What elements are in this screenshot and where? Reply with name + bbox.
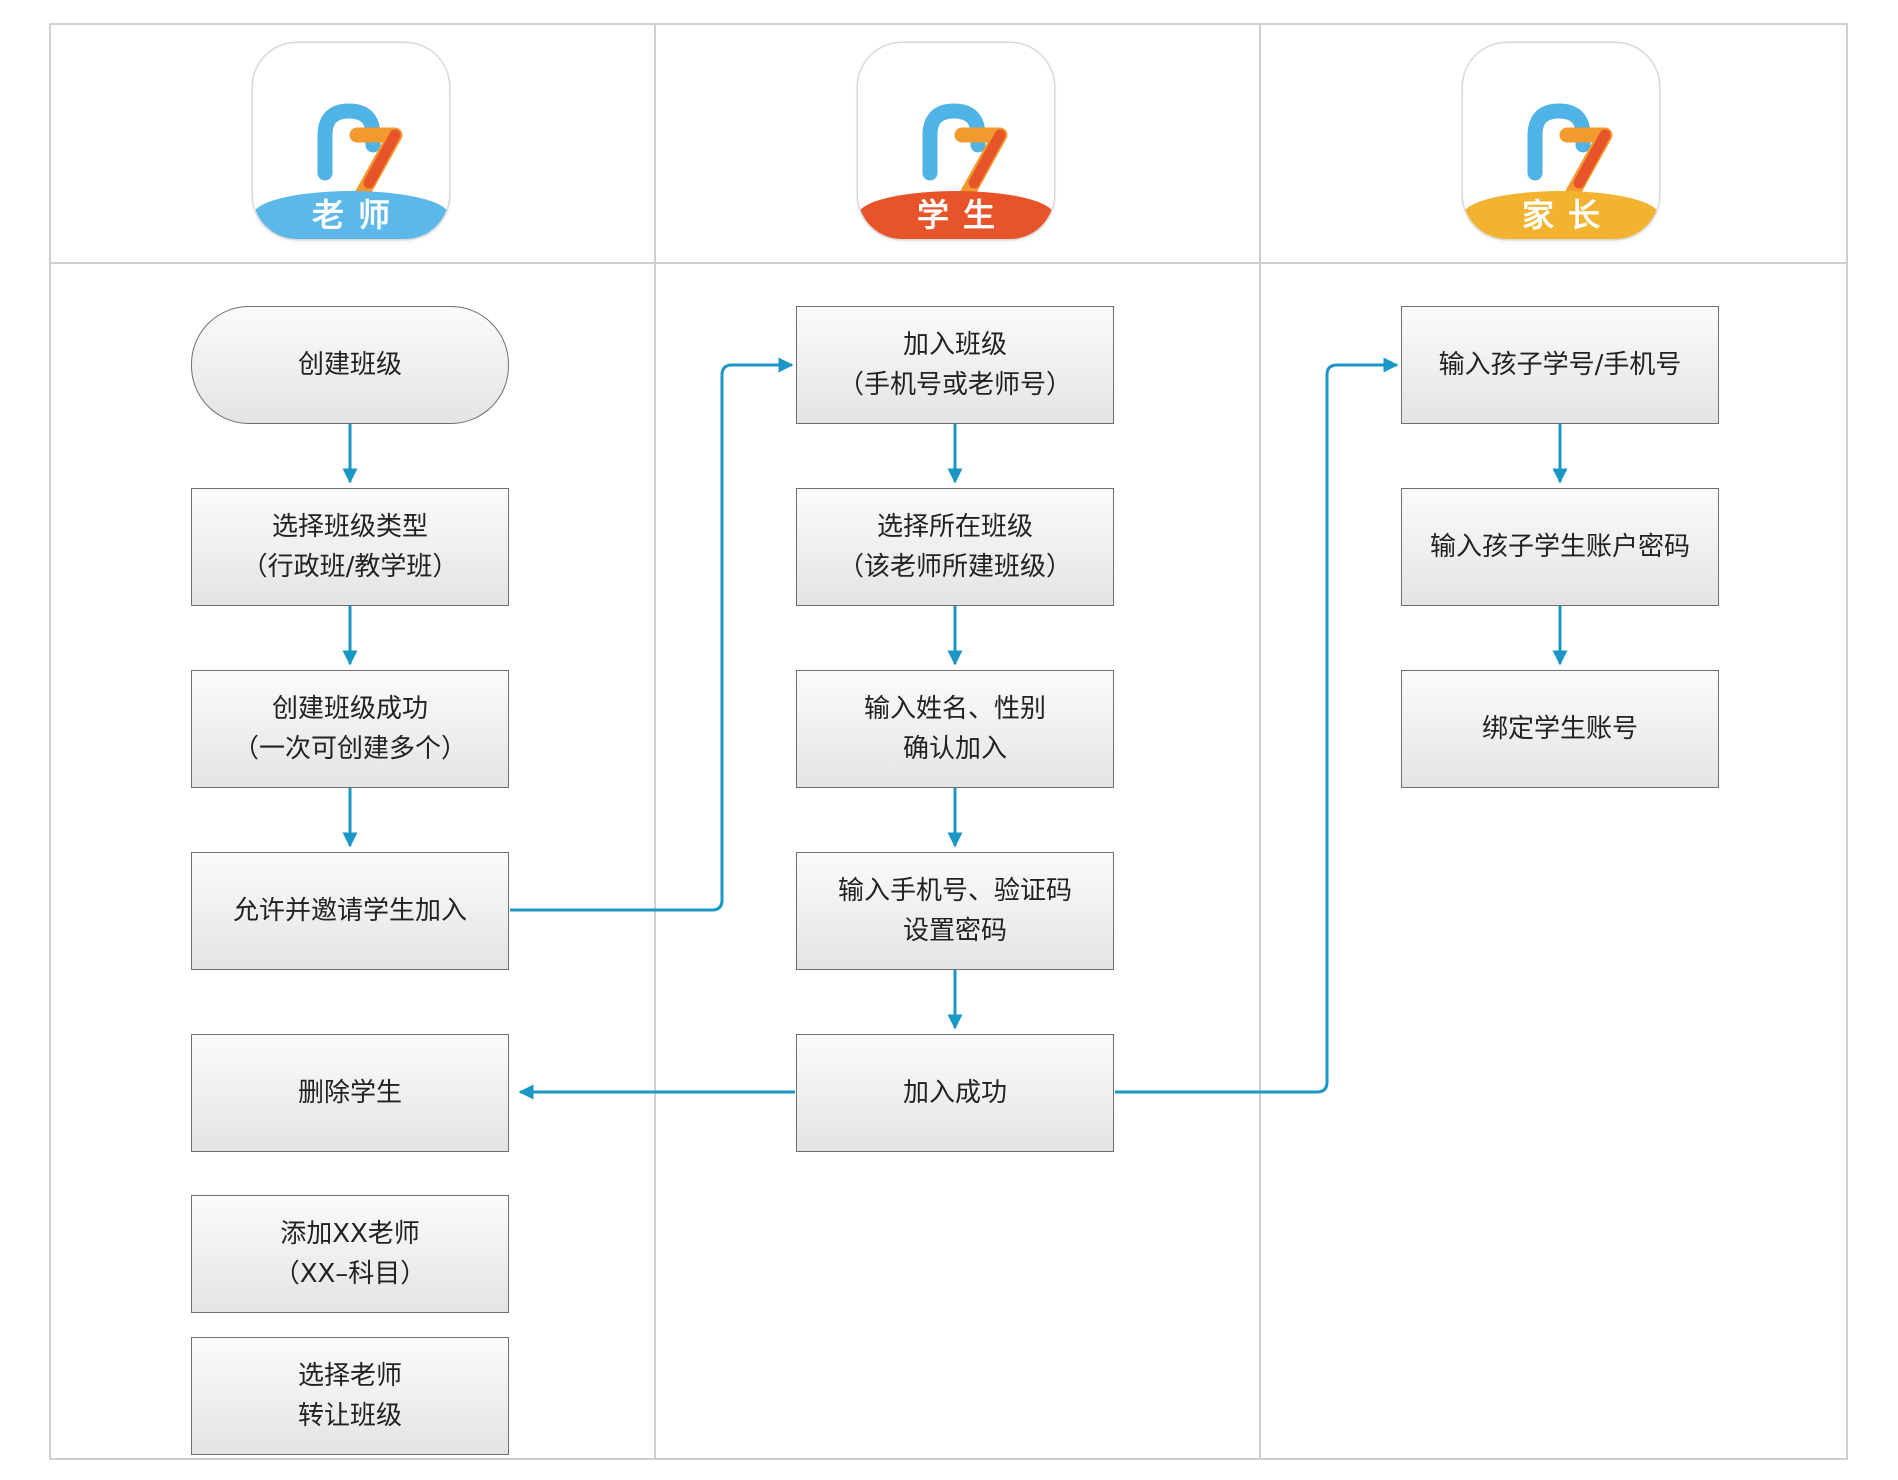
app-label-band: 老师 [253,191,449,239]
app-label: 学生 [916,196,1009,234]
parent-step-bind-account: 绑定学生账号 [1401,670,1719,788]
teacher-step-create-class: 创建班级 [191,306,509,424]
app-label: 家长 [1521,196,1614,234]
student-step-join-class: 加入班级 （手机号或老师号） [796,306,1114,424]
parent-step-enter-password: 输入孩子学生账户密码 [1401,488,1719,606]
student-step-enter-phone: 输入手机号、验证码 设置密码 [796,852,1114,970]
success-to-parent-arrow [1115,357,1399,1094]
app-label-band: 家长 [1463,191,1659,239]
teacher-step-invite-students: 允许并邀请学生加入 [191,852,509,970]
app-label: 老师 [311,196,404,234]
teacher-step-create-success: 创建班级成功 （一次可创建多个） [191,670,509,788]
app-label-band: 学生 [858,191,1054,239]
parent-app-icon: 家长 [1463,43,1659,239]
teacher-step-add-teacher: 添加XX老师 （XX–科目） [191,1195,509,1313]
parent-step-enter-child-id: 输入孩子学号/手机号 [1401,306,1719,424]
teacher-step-transfer-class: 选择老师 转让班级 [191,1337,509,1455]
teacher-step-select-type: 选择班级类型 （行政班/教学班） [191,488,509,606]
student-app-icon: 学生 [858,43,1054,239]
teacher-app-icon: 老师 [253,43,449,239]
student-step-enter-name: 输入姓名、性别 确认加入 [796,670,1114,788]
student-step-select-class: 选择所在班级 （该老师所建班级） [796,488,1114,606]
teacher-step-delete-student: 删除学生 [191,1034,509,1152]
student-step-join-success: 加入成功 [796,1034,1114,1152]
header-divider [49,262,1848,264]
invite-to-join-arrow [510,357,794,912]
lane-divider [654,23,656,1460]
lane-divider [1259,23,1261,1460]
swimlane-frame [49,23,1848,1460]
